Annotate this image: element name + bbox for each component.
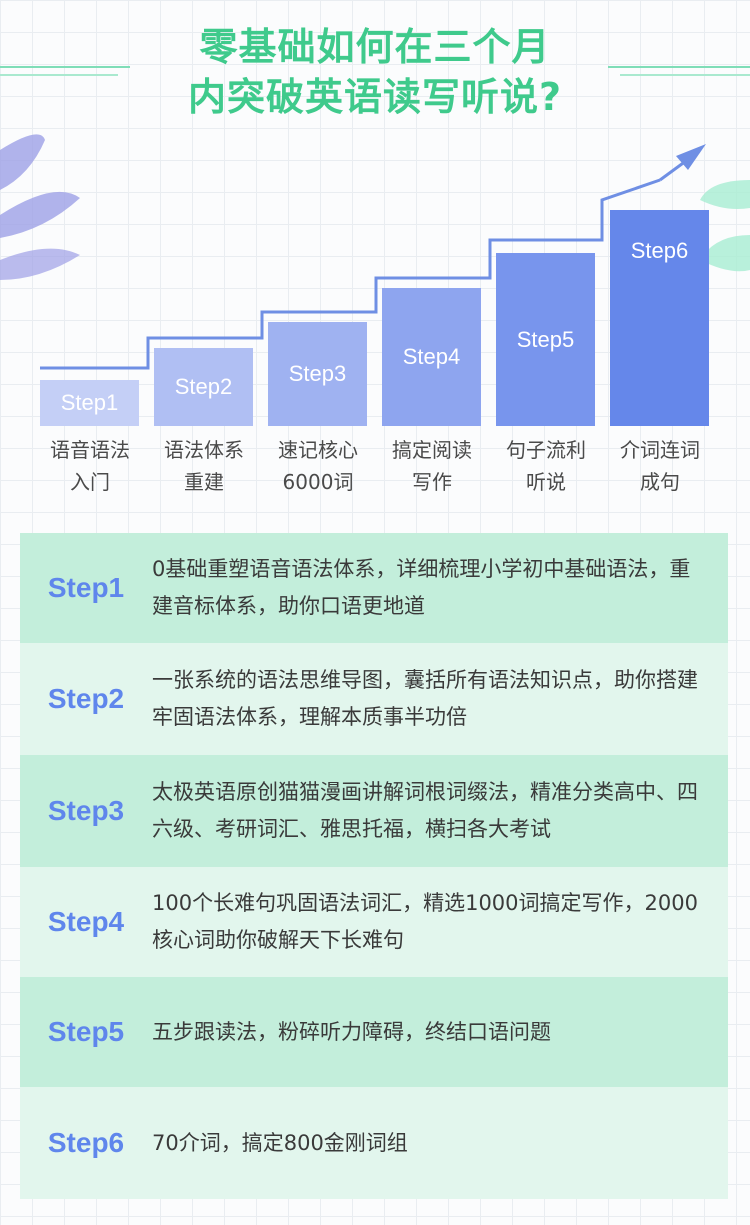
step-bar-label: Step5 — [516, 326, 575, 352]
step-caption-5: 句子流利听说 — [506, 438, 586, 494]
detail-step-label: Step4 — [47, 906, 125, 937]
detail-step-label: Step3 — [47, 795, 125, 826]
step-bar-1: Step1 — [40, 380, 139, 426]
detail-row-3: Step3 太极英语原创猫猫漫画讲解词根词缀法，精准分类高中、四六级、考研词汇、… — [20, 755, 728, 867]
title-right-line — [608, 66, 750, 68]
detail-row-4: Step4 100个长难句巩固语法词汇，精选1000词搞定写作，2000核心词助… — [20, 867, 728, 977]
detail-row-2: Step2 一张系统的语法思维导图，囊括所有语法知识点，助你搭建牢固语法体系，理… — [20, 643, 728, 755]
growth-arrow — [40, 144, 706, 370]
step-bar-label: Step1 — [60, 390, 119, 415]
detail-text: 一张系统的语法思维导图，囊括所有语法知识点，助你搭建牢固语法体系，理解本质事半功… — [152, 668, 698, 729]
step-bar-6: Step6 — [610, 210, 709, 426]
detail-text: 0基础重塑语音语法体系，详细梳理小学初中基础语法，重建音标体系，助你口语更地道 — [152, 557, 691, 618]
step-caption-4: 搞定阅读写作 — [392, 438, 472, 494]
step-bar-4: Step4 — [382, 288, 481, 426]
step-staircase: Step1 Step2 Step3 Step4 Step5 Step6 — [0, 130, 750, 430]
step-bar-3: Step3 — [268, 322, 367, 426]
step-caption-1: 语音语法入门 — [50, 438, 130, 494]
detail-step-label: Step2 — [47, 683, 125, 714]
detail-text: 太极英语原创猫猫漫画讲解词根词缀法，精准分类高中、四六级、考研词汇、雅思托福，横… — [152, 780, 698, 841]
title-left-line-2 — [0, 74, 118, 76]
detail-step-label: Step6 — [47, 1127, 125, 1158]
detail-text: 100个长难句巩固语法词汇，精选1000词搞定写作，2000核心词助你破解天下长… — [152, 891, 698, 952]
step-bar-5: Step5 — [496, 253, 595, 426]
detail-step-label: Step5 — [47, 1016, 125, 1047]
detail-text: 五步跟读法，粉碎听力障碍，终结口语问题 — [152, 1019, 551, 1044]
title-line-2: 内突破英语读写听说? — [187, 75, 563, 119]
detail-row-5: Step5 五步跟读法，粉碎听力障碍，终结口语问题 — [20, 977, 728, 1087]
title-right-line-2 — [620, 74, 750, 76]
step-bar-label: Step3 — [288, 361, 347, 386]
step-caption-2: 语法体系重建 — [164, 438, 244, 494]
detail-step-label: Step1 — [47, 572, 125, 603]
step-bar-label: Step2 — [174, 374, 233, 399]
step-caption-6: 介词连词成句 — [620, 438, 700, 494]
detail-row-1: Step1 0基础重塑语音语法体系，详细梳理小学初中基础语法，重建音标体系，助你… — [20, 533, 728, 643]
left-leaf-decoration — [0, 134, 80, 280]
step-bar-label: Step6 — [630, 238, 689, 263]
title-line-1: 零基础如何在三个月 — [199, 25, 551, 69]
step-bar-2: Step2 — [154, 348, 253, 426]
right-leaf-decoration — [700, 180, 750, 272]
detail-text: 70介词，搞定800金刚词组 — [152, 1130, 408, 1155]
page-title: 零基础如何在三个月 内突破英语读写听说? — [0, 22, 750, 122]
title-left-line — [0, 66, 130, 68]
detail-row-6: Step6 70介词，搞定800金刚词组 — [20, 1087, 728, 1199]
step-bar-label: Step4 — [402, 344, 461, 369]
